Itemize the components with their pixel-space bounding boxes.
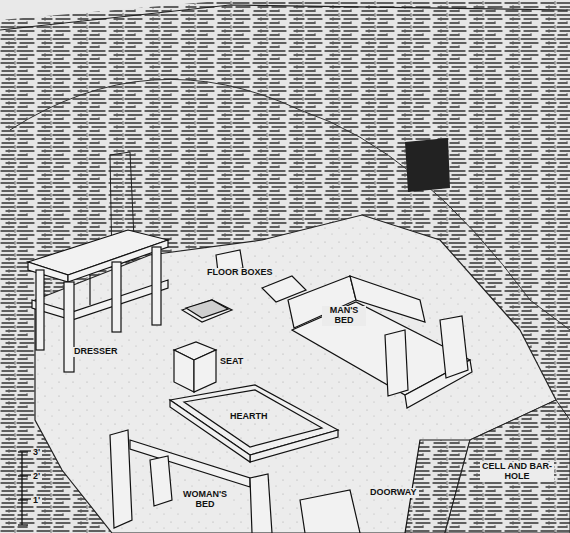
part-label: MAN'S BED xyxy=(322,306,366,326)
part-label: DRESSER xyxy=(72,347,120,357)
part-label: SEAT xyxy=(218,357,245,367)
part-label: FLOOR BOXES xyxy=(205,268,275,278)
scale-mark: 3' xyxy=(31,448,42,458)
scale-mark: 2' xyxy=(31,472,42,482)
scale-mark: 1' xyxy=(31,496,42,506)
part-label: CELL AND BAR-HOLE xyxy=(480,462,554,482)
part-label: WOMAN'S BED xyxy=(180,490,230,510)
part-label: HEARTH xyxy=(228,412,270,422)
part-label: DOORWAY xyxy=(368,488,419,498)
